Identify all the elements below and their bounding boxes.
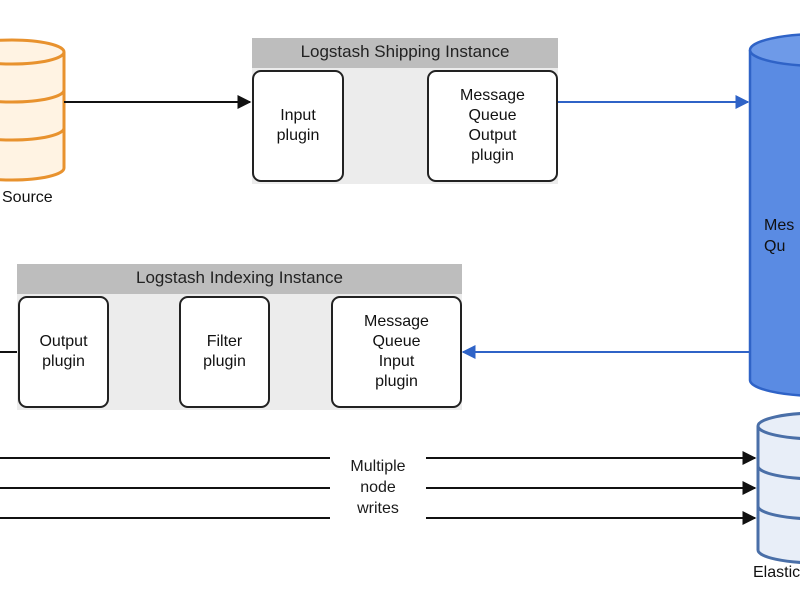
source-database-icon — [0, 38, 66, 182]
elasticsearch-label: Elastic — [753, 564, 800, 581]
source-label: Source — [2, 189, 53, 206]
input-plugin-label: Input plugin — [276, 107, 320, 144]
mq-input-plugin-label: Message Queue Input plugin — [364, 313, 429, 390]
mq-output-plugin-box[interactable]: Message Queue Output plugin — [427, 70, 558, 182]
mq-input-plugin-box[interactable]: Message Queue Input plugin — [331, 296, 462, 408]
output-plugin-label: Output plugin — [39, 333, 88, 370]
shipping-instance-title: Logstash Shipping Instance — [300, 42, 510, 61]
filter-plugin-label: Filter plugin — [203, 333, 246, 370]
indexing-instance-title: Logstash Indexing Instance — [136, 268, 343, 287]
multiple-node-writes-label: Multiple node writes — [330, 456, 426, 519]
message-queue-label: Mes Qu — [764, 217, 795, 255]
message-queue-cylinder — [748, 33, 800, 397]
filter-plugin-box[interactable]: Filter plugin — [179, 296, 270, 408]
elasticsearch-database-icon — [756, 412, 800, 564]
mq-output-plugin-label: Message Queue Output plugin — [460, 87, 525, 164]
input-plugin-box[interactable]: Input plugin — [252, 70, 344, 182]
output-plugin-box[interactable]: Output plugin — [18, 296, 109, 408]
